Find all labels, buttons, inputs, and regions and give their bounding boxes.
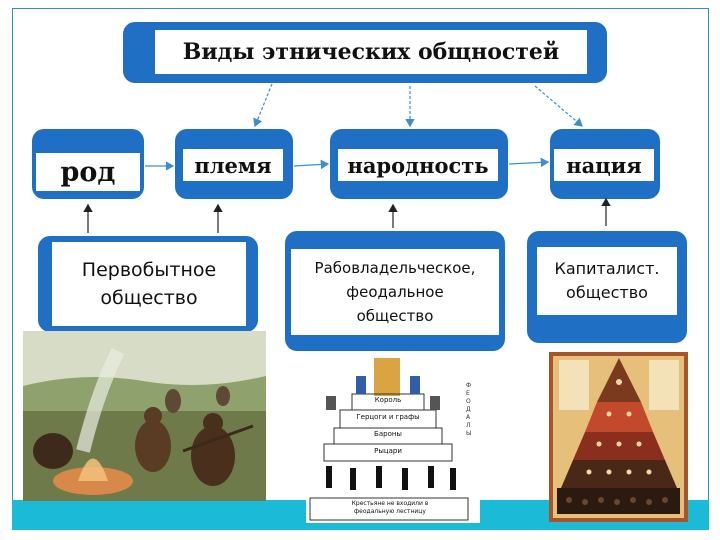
title-box: Виды этнических общностей	[123, 22, 607, 83]
feudal-pyramid-image: Король Герцоги и графы Бароны Рыцари Кре…	[306, 356, 480, 523]
category-label-rod: род	[60, 156, 116, 188]
society-feudal-line3: общество	[356, 307, 434, 325]
category-label-natsiya: нация	[566, 152, 642, 178]
pyramid-label-king: Король	[374, 396, 402, 404]
pyramid-label-peasants: Крестьяне не входили в феодальную лестни…	[351, 500, 429, 515]
arrow-title-to-natsiya	[534, 85, 583, 127]
society-capitalist-line1: Капиталист.	[554, 259, 660, 278]
society-primitive-line2: общество	[100, 287, 198, 309]
arrow-title-to-plemya	[253, 83, 273, 128]
category-label-narodnost: народность	[347, 152, 489, 178]
pyramid-label-side: ФЕОДАЛЫ	[466, 382, 472, 437]
society-feudal-line1: Рабовладельческое,	[314, 259, 476, 277]
category-label-plemya: племя	[194, 152, 272, 178]
society-box-capitalist: Капиталист. общество	[527, 231, 687, 343]
pyramid-label-barons: Бароны	[374, 430, 402, 438]
diagram-title: Виды этнических общностей	[182, 39, 560, 65]
capitalist-pyramid-image	[549, 352, 688, 522]
category-box-narodnost: народность	[330, 129, 508, 199]
society-box-primitive: Первобытное общество	[38, 236, 258, 332]
pyramid-label-knights: Рыцари	[374, 447, 402, 455]
society-capitalist-line2: общество	[566, 283, 648, 302]
arrow-plemya-to-narodnost	[293, 159, 330, 170]
arrow-narodnost-to-natsiya	[508, 157, 550, 168]
category-box-plemya: племя	[175, 129, 293, 199]
society-feudal-line2: феодальное	[346, 283, 444, 301]
primitive-society-image	[23, 331, 266, 501]
society-primitive-line1: Первобытное	[81, 259, 217, 281]
category-box-rod: род	[32, 129, 144, 199]
pyramid-label-dukes: Герцоги и графы	[356, 413, 420, 421]
category-box-natsiya: нация	[550, 129, 660, 199]
society-box-feudal: Рабовладельческое, феодальное общество	[285, 231, 505, 351]
